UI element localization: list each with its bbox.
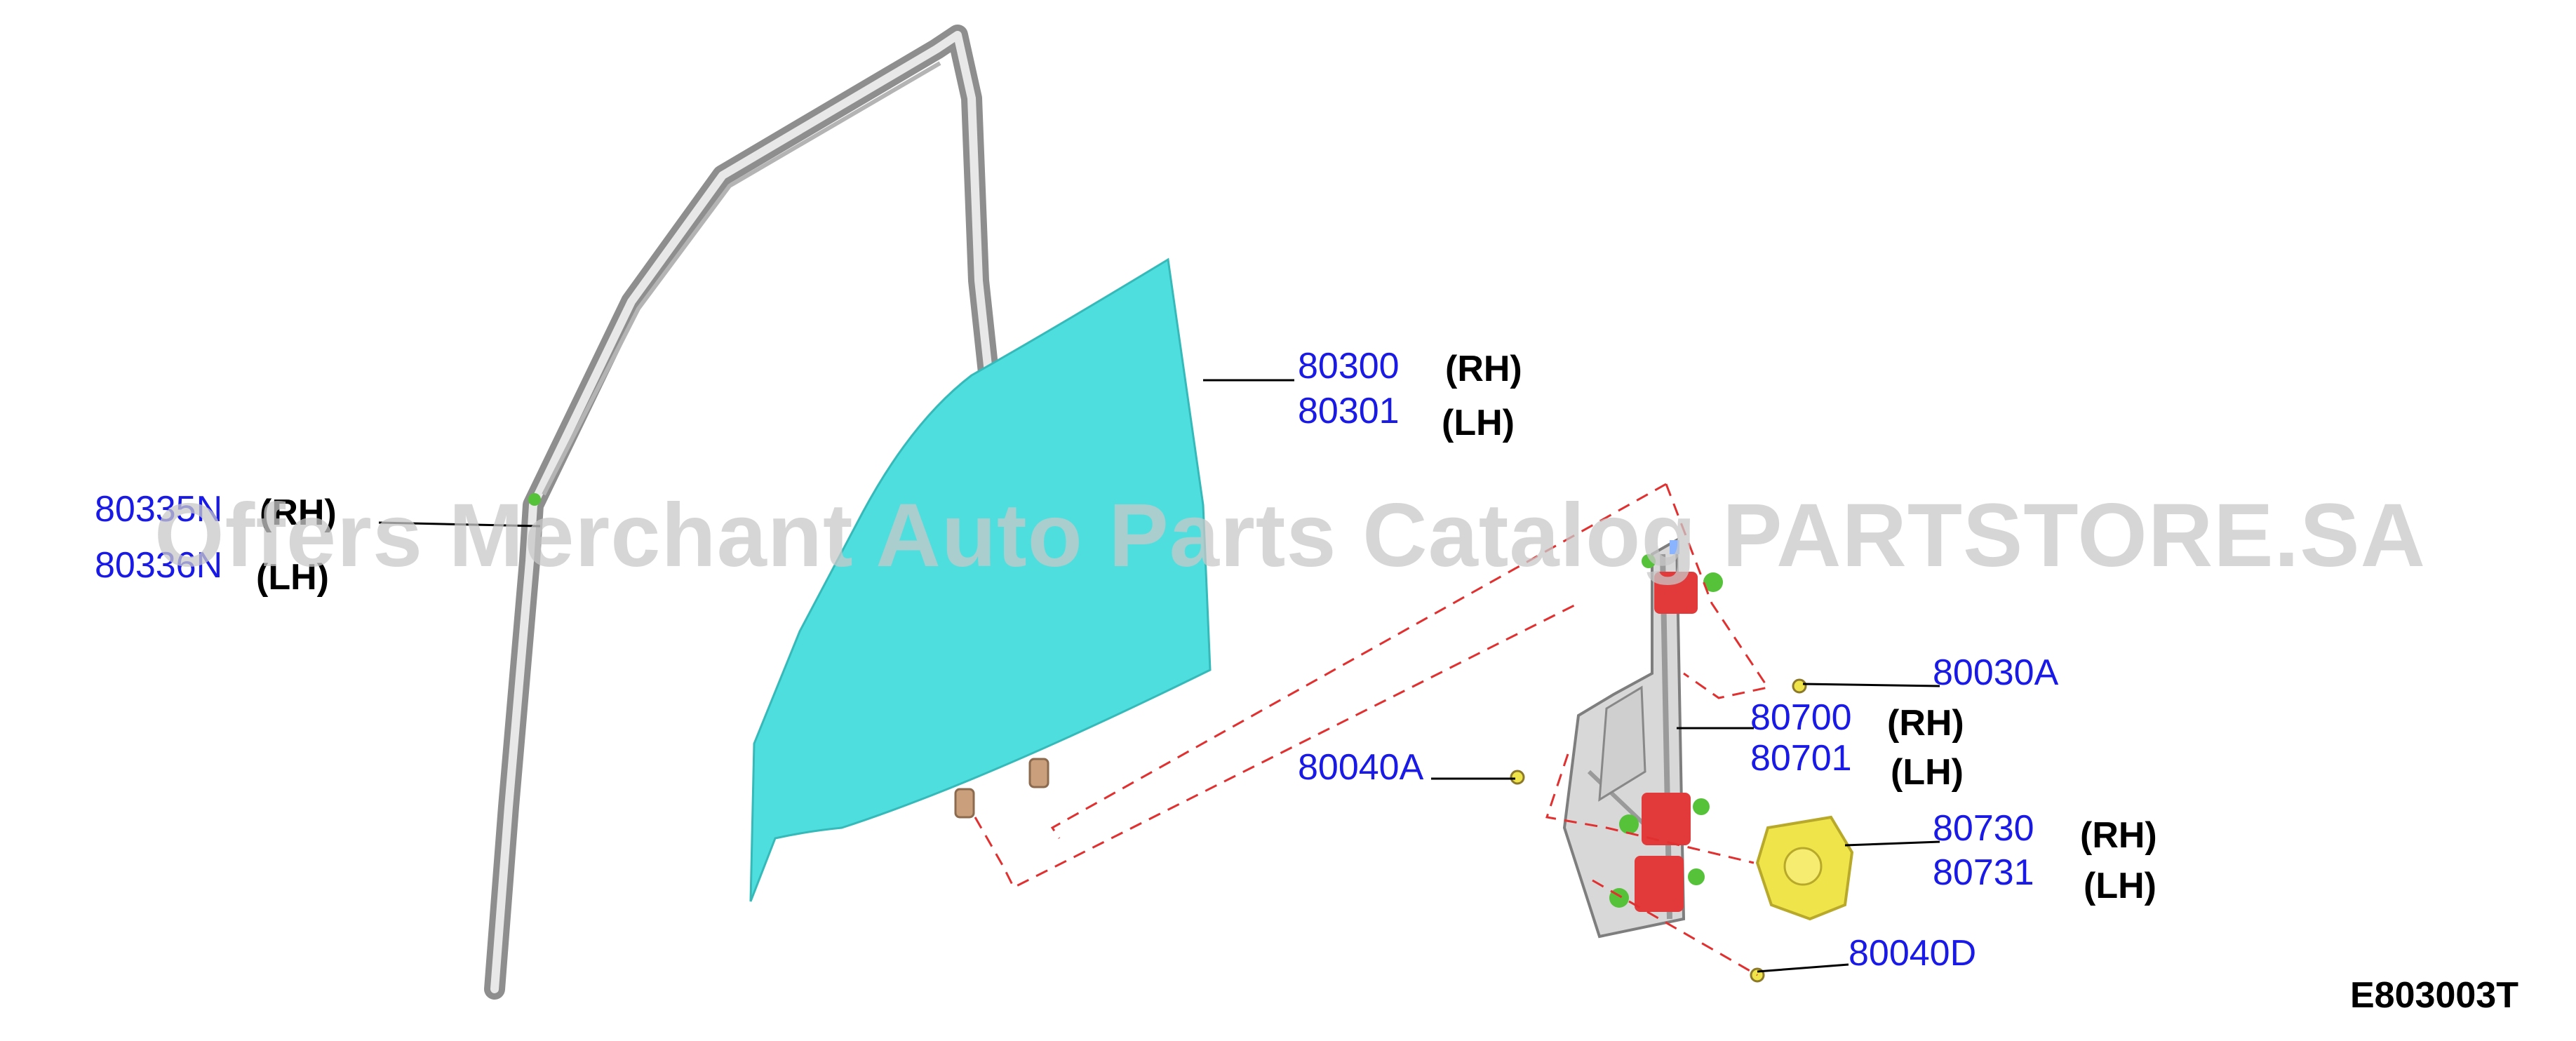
regulator-lh-side-label: (LH)	[1891, 752, 1964, 793]
channel-lh-side-label: (LH)	[256, 557, 329, 598]
bolt-80040a-icon	[1510, 770, 1525, 785]
motor-rh-side-label: (RH)	[2080, 815, 2157, 856]
motor-lh-side-label: (LH)	[2084, 866, 2156, 906]
glass-rh-side-label: (RH)	[1445, 349, 1522, 389]
glass-lh-part-number[interactable]: 80301	[1298, 391, 1400, 431]
channel-rh-part-number[interactable]: 80335N	[95, 489, 223, 530]
window-regulator-motor	[1755, 815, 1854, 921]
watermark: Offers Merchant Auto Parts Catalog PARTS…	[154, 485, 2426, 586]
leader-lines	[378, 379, 1940, 973]
door-glass	[749, 257, 1212, 902]
channel-rh-side-label: (RH)	[260, 492, 337, 533]
assembly-dashed-lines	[974, 483, 1770, 976]
regulator-rh-side-label: (RH)	[1887, 703, 1964, 744]
bolt-80040a-part-number[interactable]: 80040A	[1298, 747, 1424, 788]
regulator-rh-part-number[interactable]: 80700	[1750, 697, 1852, 738]
bolt-80030a-icon	[1792, 678, 1807, 694]
window-regulator	[1562, 537, 1723, 939]
glass-lh-side-label: (LH)	[1442, 403, 1515, 443]
window-run-channel	[484, 25, 1000, 1000]
glass-mount-clip-icon	[954, 788, 975, 819]
diagram-code: E803003T	[2350, 975, 2518, 1016]
regulator-lh-part-number[interactable]: 80701	[1750, 738, 1852, 779]
motor-lh-part-number[interactable]: 80731	[1933, 852, 2034, 893]
channel-lh-part-number[interactable]: 80336N	[95, 545, 223, 586]
motor-rh-part-number[interactable]: 80730	[1933, 808, 2034, 849]
glass-mount-clip-icon	[1028, 758, 1049, 788]
channel-clip-icon	[528, 493, 541, 506]
bolt-80030a-part-number[interactable]: 80030A	[1933, 652, 2059, 693]
glass-rh-part-number[interactable]: 80300	[1298, 346, 1400, 387]
bolt-80040d-part-number[interactable]: 80040D	[1849, 933, 1977, 974]
